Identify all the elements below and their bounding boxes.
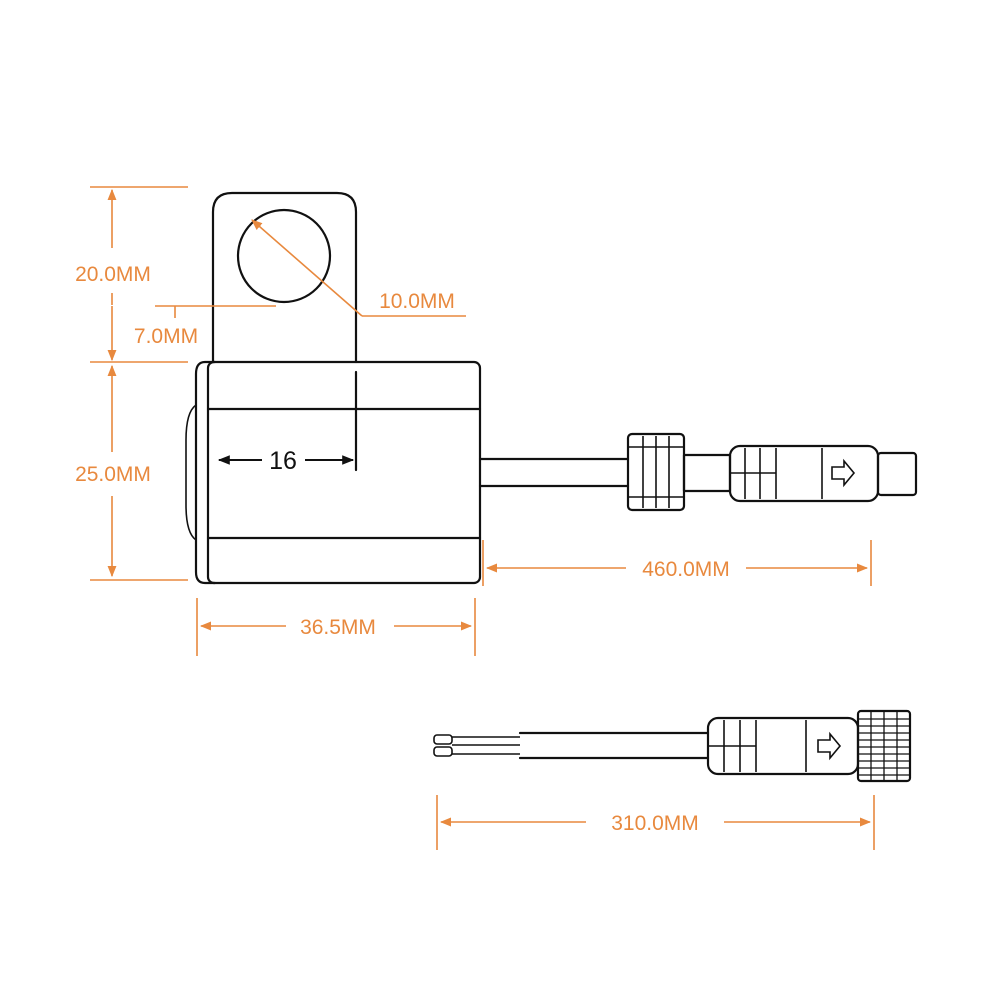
extension-cable-length-label: 310.0MM xyxy=(611,812,699,835)
mounting-bracket xyxy=(211,191,358,364)
main-cable-group xyxy=(478,432,918,512)
bracket-depth-label: 16 xyxy=(269,447,297,475)
connector-tip xyxy=(876,451,918,497)
mounting-hole xyxy=(236,208,332,304)
device-body-group: 16 xyxy=(185,191,482,585)
front-bezel xyxy=(194,360,217,585)
dimension-annotations: 20.0MM 7.0MM 10.0MM 25.0MM 36.5MM 460.0M… xyxy=(75,186,875,850)
body-height-label: 25.0MM xyxy=(75,463,151,486)
hole-diameter-label: 10.0MM xyxy=(379,290,455,313)
bracket-offset-label: 7.0MM xyxy=(134,325,198,348)
main-body xyxy=(206,360,482,585)
wire-end-top xyxy=(433,734,453,745)
extension-cable-group xyxy=(433,709,912,783)
bracket-height-label: 20.0MM xyxy=(75,263,151,286)
direction-arrow-icon xyxy=(817,731,842,761)
thread-lines xyxy=(858,711,910,781)
hole-diameter-leader xyxy=(251,219,363,317)
front-lens xyxy=(185,404,197,541)
main-cable-length-label: 460.0MM xyxy=(642,558,730,581)
direction-arrow-icon xyxy=(831,458,856,488)
connector-neck xyxy=(682,453,732,493)
wire-end-bottom xyxy=(433,746,453,757)
body-length-label: 36.5MM xyxy=(300,616,376,639)
